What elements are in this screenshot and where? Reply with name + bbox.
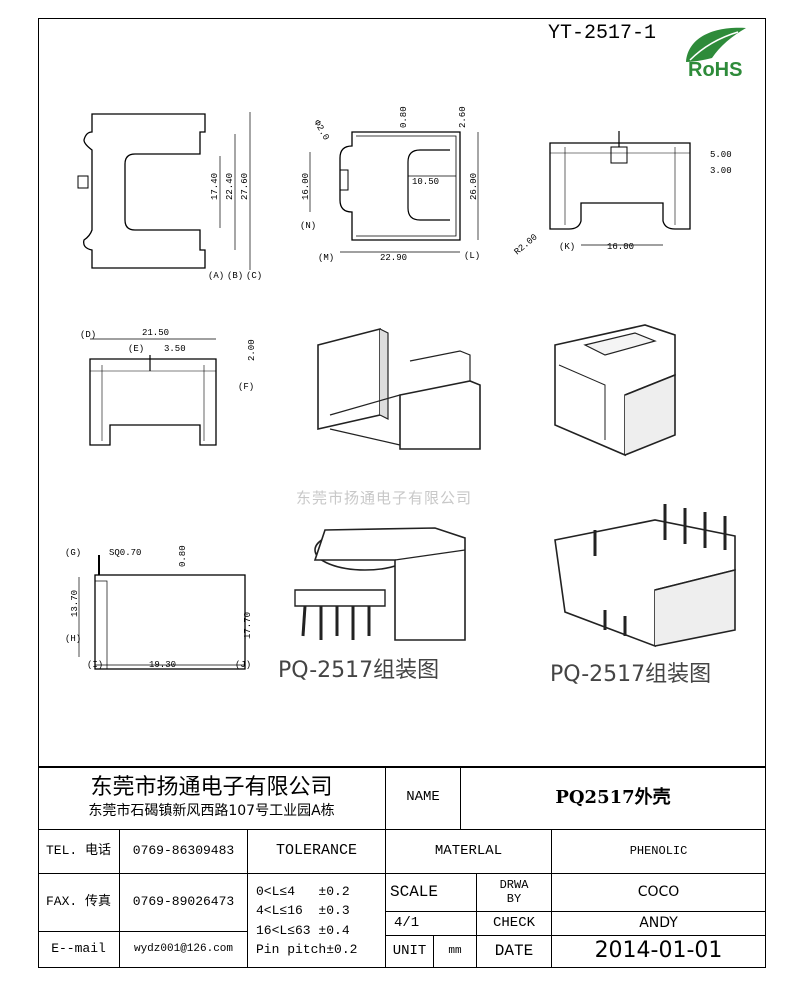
ref-n: (N) — [300, 221, 316, 231]
unit-value: mm — [434, 936, 477, 968]
drawn-by-label: DRWA BY — [477, 874, 552, 912]
ref-a: (A) — [208, 271, 224, 281]
email-label: E--mail — [38, 932, 120, 968]
scale-value: 4/1 — [386, 912, 477, 936]
ref-d: (D) — [80, 330, 96, 340]
dim-22-90: 22.90 — [380, 253, 407, 263]
unit-label: UNIT — [386, 936, 434, 968]
assembly-view-1 — [294, 527, 466, 641]
dim-13-70: 13.70 — [70, 590, 80, 617]
side-view-drawing: 17.40 22.40 27.60 (A) (B) (C) — [77, 112, 262, 281]
top-view-drawing: Φ2.0 0.80 2.60 10.50 16.00 26.00 22.90 (… — [300, 106, 480, 263]
tolerance-3: 16<L≤63 ±0.4 — [256, 922, 350, 938]
date-value: 2014-01-01 — [552, 936, 766, 968]
title-block: 东莞市扬通电子有限公司 东莞市石碣镇新风西路107号工业园A栋 NAME PQ2… — [38, 766, 766, 968]
rohs-logo: RoHS — [676, 22, 764, 81]
ref-g: (G) — [65, 548, 81, 558]
ref-m: (M) — [318, 253, 334, 263]
dim-0-80-h: 0.80 — [178, 545, 188, 567]
front-view-drawing: 5.00 3.00 R2.00 16.00 (K) — [513, 131, 732, 257]
company-address: 东莞市石碣镇新风西路107号工业园A栋 — [88, 802, 335, 819]
ref-b: (B) — [227, 271, 243, 281]
check-value: ANDY — [552, 912, 766, 936]
svg-text:RoHS: RoHS — [688, 59, 742, 80]
dim-16-00-front: 16.00 — [607, 242, 634, 252]
material-label: MATERLAL — [386, 830, 552, 874]
name-value: PQ2517外壳 — [461, 766, 766, 830]
dim-2-60: 2.60 — [458, 106, 468, 128]
fax-value: 0769-89026473 — [120, 874, 248, 932]
material-value: PHENOLIC — [552, 830, 766, 874]
scale-label: SCALE — [386, 874, 477, 912]
ref-h: (H) — [65, 634, 81, 644]
drawn-by-value: COCO — [552, 874, 766, 912]
ref-j: (J) — [235, 660, 251, 670]
ref-l: (L) — [464, 251, 480, 261]
ref-f: (F) — [238, 382, 254, 392]
dim-sq0-70: SQ0.70 — [109, 548, 141, 558]
dim-0-80: 0.80 — [399, 106, 409, 128]
tel-value: 0769-86309483 — [120, 830, 248, 874]
fax-label: FAX. 传真 — [38, 874, 120, 932]
tolerance-2: 4<L≤16 ±0.3 — [256, 903, 350, 918]
watermark: 东莞市扬通电子有限公司 — [296, 489, 473, 507]
dim-3-50: 3.50 — [164, 344, 186, 354]
end-view-drawing: (D) 21.50 (E) 3.50 2.00 (F) — [80, 328, 257, 446]
company-name: 东莞市扬通电子有限公司 — [90, 774, 333, 800]
email-value: wydz001@126.com — [120, 932, 248, 968]
ref-e: (E) — [128, 344, 144, 354]
assembly-view-2 — [554, 504, 736, 648]
company-cell: 东莞市扬通电子有限公司 东莞市石碣镇新风西路107号工业园A栋 — [38, 766, 386, 830]
dim-27-60: 27.60 — [240, 173, 250, 200]
ref-i: (I) — [87, 660, 103, 670]
dim-17-70: 17.70 — [243, 612, 253, 639]
dim-19-30: 19.30 — [149, 660, 176, 670]
ref-c: (C) — [246, 271, 262, 281]
dim-10-50: 10.50 — [412, 177, 439, 187]
drawing-code: YT-2517-1 — [548, 22, 657, 45]
dim-16-00: 16.00 — [301, 173, 311, 200]
dim-21-50: 21.50 — [142, 328, 169, 338]
check-label: CHECK — [477, 912, 552, 936]
assembly-label-1: PQ-2517组装图 — [278, 658, 440, 683]
tolerance-label: TOLERANCE — [248, 830, 386, 874]
height-view-drawing: (G) SQ0.70 0.80 13.70 17.70 (H) (I) 19.3… — [65, 545, 253, 670]
iso-view-1 — [317, 327, 481, 450]
dim-17-40: 17.40 — [210, 173, 220, 200]
dim-3-00: 3.00 — [710, 166, 732, 176]
tolerance-1: 0<L≤4 ±0.2 — [256, 883, 350, 899]
ref-k: (K) — [559, 242, 575, 252]
iso-view-2 — [554, 324, 676, 457]
dim-26-00: 26.00 — [469, 173, 479, 200]
tolerance-list: 0<L≤4 ±0.2 4<L≤16 ±0.3 16<L≤63 ±0.4 Pin … — [248, 874, 386, 968]
dim-22-40: 22.40 — [225, 173, 235, 200]
dim-5-00: 5.00 — [710, 150, 732, 160]
assembly-label-2: PQ-2517组装图 — [550, 662, 712, 687]
dim-r2-00: R2.00 — [513, 232, 540, 257]
date-label: DATE — [477, 936, 552, 968]
name-label: NAME — [386, 766, 461, 830]
tel-label: TEL. 电话 — [38, 830, 120, 874]
dim-2-00: 2.00 — [247, 339, 257, 361]
dim-phi-2: Φ2.0 — [311, 119, 330, 143]
tolerance-4: Pin pitch±0.2 — [256, 942, 358, 957]
